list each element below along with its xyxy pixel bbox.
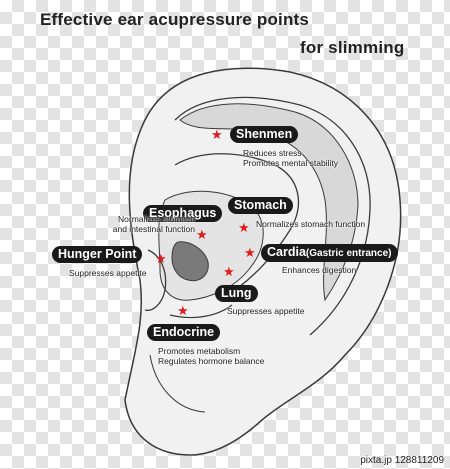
stomach-label: Stomach [228, 197, 293, 214]
watermark-id: 128811209 [394, 455, 444, 466]
star-icon: ★ [223, 264, 235, 279]
lung-desc: Suppresses appetite [227, 306, 305, 316]
esophagus-label: Esophagus [143, 205, 223, 222]
shenmen-label: Shenmen [230, 126, 299, 143]
cardia-label-sub: (Gastric entrance) [305, 248, 392, 259]
shenmen-desc-2: Promotes mental stability [243, 158, 338, 168]
endocrine-label: Endocrine [147, 324, 221, 341]
star-icon: ★ [244, 245, 256, 260]
hunger-point-label: Hunger Point [52, 246, 143, 263]
endocrine-desc-2: Regulates hormone balance [158, 356, 265, 366]
star-icon: ★ [155, 251, 167, 266]
endocrine-desc-1: Promotes metabolism [158, 346, 241, 356]
cardia-label-main: Cardia [267, 245, 306, 259]
watermark-brand: pixta.jp [360, 455, 392, 466]
antihelix [174, 153, 300, 301]
cardia-desc: Enhances digestion [282, 265, 357, 275]
tragus [144, 249, 167, 311]
shenmen-desc-1: Reduces stress [243, 148, 302, 158]
watermark: pixta.jp 128811209 [360, 455, 444, 466]
stomach-desc: Normalizes stomach function [256, 219, 366, 229]
cardia-label: Cardia(Gastric entrance) [261, 244, 398, 262]
star-icon: ★ [238, 220, 250, 235]
title-line-1: Effective ear acupressure points [40, 10, 310, 29]
hunger-point-desc: Suppresses appetite [69, 268, 147, 278]
title-line-2: for slimming [300, 38, 405, 57]
antitragus [169, 304, 233, 319]
lung-label: Lung [215, 285, 258, 302]
star-icon: ★ [211, 127, 223, 142]
star-icon: ★ [196, 227, 208, 242]
star-icon: ★ [177, 303, 189, 318]
esophagus-desc-2: and intestinal function [112, 224, 195, 234]
ear-canal [171, 241, 209, 282]
esophagus-desc-1: Normalizes stomach [118, 214, 195, 224]
lobe-line [149, 354, 206, 413]
helix-rim [174, 96, 371, 336]
